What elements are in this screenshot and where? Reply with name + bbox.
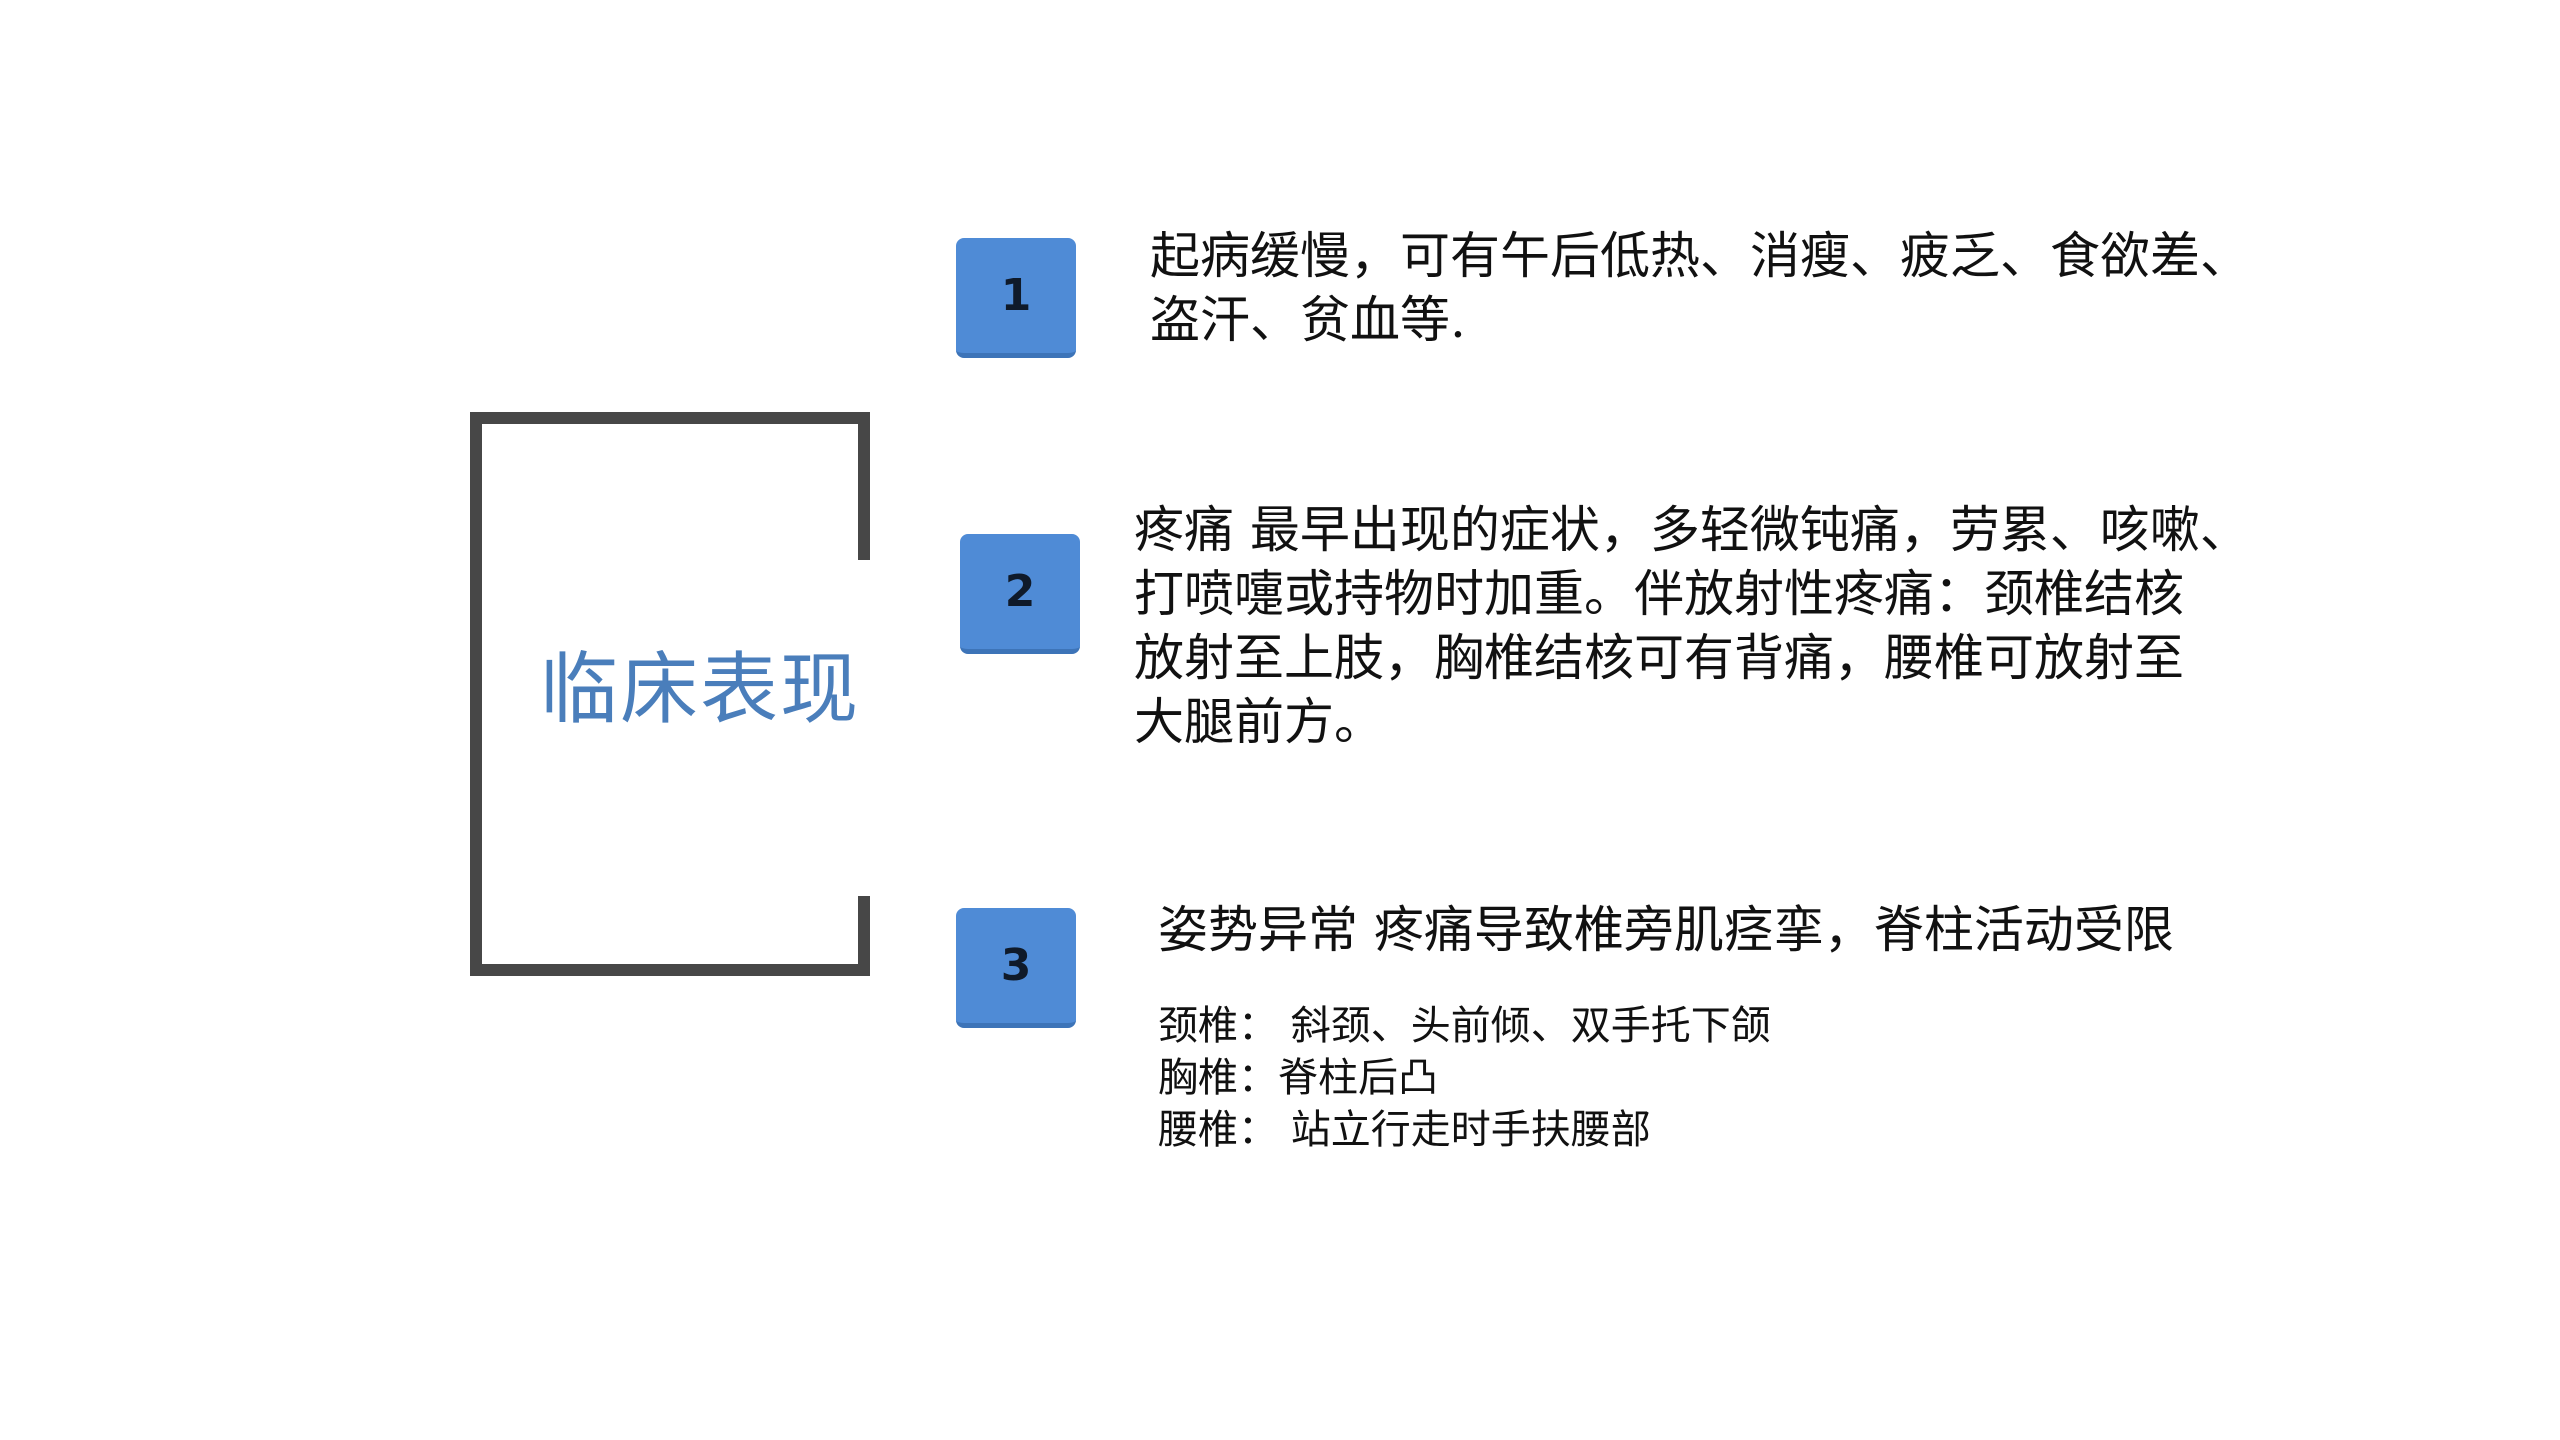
item-3-details: 颈椎： 斜颈、头前倾、双手托下颌 胸椎：脊柱后凸 腰椎： 站立行走时手扶腰部 [1158,1000,1771,1156]
item-2-line-1: 疼痛 最早出现的症状，多轻微钝痛，劳累、咳嗽、 [1134,501,2250,559]
item-3-text: 姿势异常 疼痛导致椎旁肌痉挛，脊柱活动受限 [1158,898,2174,962]
item-1-line-2: 盗汗、贫血等. [1150,291,1466,349]
number-badge-1: 1 [956,238,1076,358]
frame-right-bottom-edge [858,896,870,976]
item-1-line-1: 起病缓慢，可有午后低热、消瘦、疲乏、食欲差、 [1150,227,2250,285]
item-3-detail-lumbar: 腰椎： 站立行走时手扶腰部 [1158,1107,1651,1153]
number-badge-3: 3 [956,908,1076,1028]
frame-bottom-edge [470,964,870,976]
item-3-line-1: 姿势异常 疼痛导致椎旁肌痉挛，脊柱活动受限 [1158,901,2174,959]
slide-title: 临床表现 [540,645,861,735]
item-3-detail-thoracic: 胸椎：脊柱后凸 [1158,1055,1438,1101]
item-2-text: 疼痛 最早出现的症状，多轻微钝痛，劳累、咳嗽、 打喷嚏或持物时加重。伴放射性疼痛… [1134,498,2250,754]
item-2-line-4: 大腿前方。 [1134,693,1384,751]
frame-left-edge [470,412,482,976]
frame-right-top-edge [858,412,870,560]
item-1-text: 起病缓慢，可有午后低热、消瘦、疲乏、食欲差、 盗汗、贫血等. [1150,224,2250,352]
number-badge-2: 2 [960,534,1080,654]
title-bracket-frame [470,412,870,976]
item-3-detail-cervical: 颈椎： 斜颈、头前倾、双手托下颌 [1158,1003,1771,1049]
item-2-line-2: 打喷嚏或持物时加重。伴放射性疼痛：颈椎结核 [1134,565,2184,623]
frame-top-edge [470,412,870,424]
item-2-line-3: 放射至上肢，胸椎结核可有背痛，腰椎可放射至 [1134,629,2184,687]
